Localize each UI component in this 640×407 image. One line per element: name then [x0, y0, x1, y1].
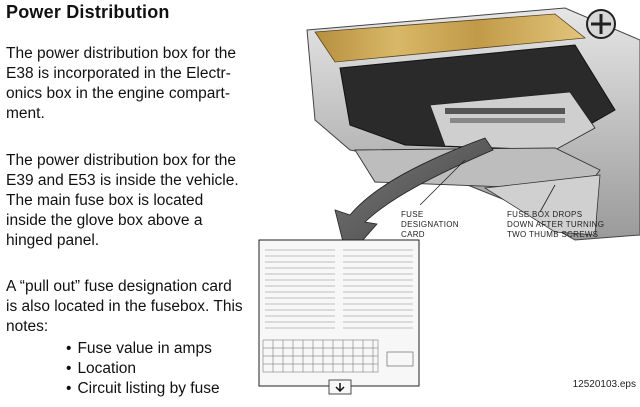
paragraph-e39-e53: The power distribution box for the E39 a… — [6, 151, 251, 251]
illustration-svg — [258, 7, 640, 395]
callout-line: FUSE BOX DROPS — [507, 210, 583, 219]
callout-line: CARD — [401, 230, 425, 239]
down-arrow-icon — [335, 383, 345, 393]
paragraph-line: onics box in the engine compart- — [6, 85, 231, 102]
callout-fuse-box-drops: FUSE BOX DROPS DOWN AFTER TURNING TWO TH… — [507, 210, 604, 240]
paragraph-line: ment. — [6, 105, 45, 122]
thumb-screw-knob — [586, 9, 616, 39]
leader-line — [539, 184, 556, 213]
paragraph-line: E38 is incorporated in the Electr- — [6, 65, 231, 82]
bullet-item: Fuse value in amps — [66, 339, 220, 359]
bullet-item: Circuit listing by fuse — [66, 379, 219, 399]
fuse-row — [445, 108, 565, 123]
page-title: Power Distribution — [6, 2, 170, 22]
callout-line: DESIGNATION — [401, 220, 459, 229]
paragraph-line: inside the glove box above a — [6, 212, 203, 229]
bullet-item: Location — [66, 359, 220, 379]
leader-line — [419, 159, 466, 206]
paragraph-line: notes: — [6, 318, 49, 335]
paragraph-line: is also located in the fusebox. This — [6, 298, 243, 315]
callout-line: DOWN AFTER TURNING — [507, 220, 605, 229]
figure-id: 12520103.eps — [572, 379, 636, 390]
callout-line: FUSE — [401, 210, 424, 219]
callout-line: TWO THUMB SCREWS — [507, 230, 599, 239]
callout-fuse-designation-card: FUSE DESIGNATION CARD — [401, 210, 459, 240]
paragraph-line: E39 and E53 is inside the vehicle. — [6, 172, 239, 189]
bullet-list: Fuse value in amps Location Circuit list… — [66, 339, 220, 399]
paragraph-pull-out-card: A “pull out” fuse designation card is al… — [6, 277, 251, 337]
fuse-designation-card — [258, 239, 420, 395]
panel-lower — [483, 174, 601, 236]
paragraph-line: The power distribution box for the — [6, 152, 237, 169]
paragraph-line: The power distribution box for the — [6, 45, 237, 62]
glove-box-fuse-illustration: FUSE DESIGNATION CARD FUSE BOX DROPS DOW… — [255, 0, 640, 402]
paragraph-line: hinged panel. — [6, 232, 100, 249]
paragraph-line: A “pull out” fuse designation card — [6, 278, 232, 295]
wood-trim — [314, 13, 587, 63]
paragraph-e38: The power distribution box for the E38 i… — [6, 44, 251, 124]
paragraph-line: The main fuse box is located — [6, 192, 204, 209]
